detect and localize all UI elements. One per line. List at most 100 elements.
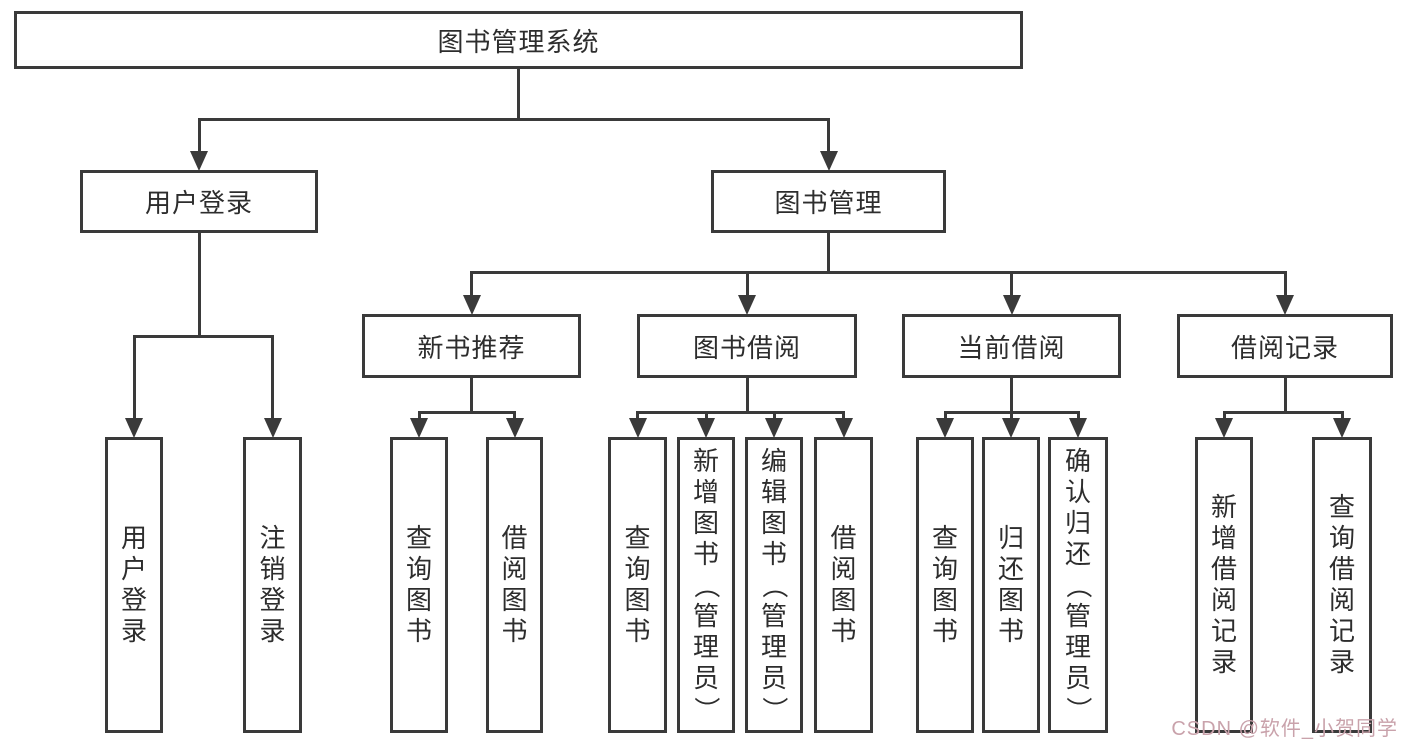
label-char: 理 xyxy=(692,631,719,662)
label-char: 书 xyxy=(760,538,787,569)
connector-vline xyxy=(636,411,639,423)
label-char: 新 xyxy=(692,445,719,476)
connector-vline xyxy=(827,232,830,274)
connector-vline xyxy=(827,118,830,156)
label-char: 编 xyxy=(760,445,787,476)
label-char: ） xyxy=(691,695,722,723)
label-char: 增 xyxy=(692,476,719,507)
label-char: 归 xyxy=(1064,507,1091,538)
node-label: 注销登录 xyxy=(246,440,299,730)
label-char: 阅 xyxy=(1328,585,1355,615)
label-char: 图 xyxy=(997,585,1024,615)
node-new-book-rec: 新书推荐 xyxy=(362,314,581,378)
label-char: 阅 xyxy=(1210,585,1237,615)
connector-vline xyxy=(197,232,201,338)
node-label: 用户登录 xyxy=(144,188,253,218)
connector-vline xyxy=(470,271,473,300)
label-char: 书 xyxy=(501,616,528,646)
node-bb-borrow: 借阅图书 xyxy=(814,437,873,733)
connector-vline xyxy=(1076,411,1080,423)
label-char: 注 xyxy=(259,523,286,553)
label-char: 书 xyxy=(624,616,651,646)
label-char: 图 xyxy=(501,585,528,615)
label-char: ） xyxy=(1063,695,1094,723)
label-char: 录 xyxy=(1210,647,1237,677)
label-char: 查 xyxy=(1328,492,1355,522)
connector-hline xyxy=(132,335,274,338)
label-char: 书 xyxy=(997,616,1024,646)
label-char: ） xyxy=(759,695,790,723)
node-book-mgmt: 图书管理 xyxy=(711,170,946,233)
arrowhead-icon xyxy=(410,418,428,438)
label-char: 借 xyxy=(1328,554,1355,584)
connector-vline xyxy=(1283,377,1287,414)
arrowhead-icon xyxy=(936,418,954,438)
label-char: 图 xyxy=(692,507,719,538)
node-user-login: 用户登录 xyxy=(80,170,318,233)
label-char: 归 xyxy=(997,523,1024,553)
node-label: 查询借阅记录 xyxy=(1315,440,1369,730)
node-label: 编辑图书（管理员） xyxy=(748,440,800,730)
node-br-add: 新增借阅记录 xyxy=(1195,437,1253,733)
label-char: 录 xyxy=(120,616,147,646)
connector-vline xyxy=(1010,377,1013,414)
node-label: 当前借阅 xyxy=(957,332,1066,363)
label-char: 图 xyxy=(624,585,651,615)
label-char: 借 xyxy=(501,523,528,553)
arrowhead-icon xyxy=(834,418,853,438)
label-char: 员 xyxy=(692,662,719,693)
label-char: （ xyxy=(691,571,722,599)
connector-vline xyxy=(842,411,845,423)
connector-vline xyxy=(745,271,749,300)
arrowhead-icon xyxy=(765,418,783,438)
connector-vline xyxy=(943,411,947,423)
node-book-borrow: 图书借阅 xyxy=(637,314,857,378)
label-char: 查 xyxy=(405,523,432,553)
label-char: 管 xyxy=(1064,600,1091,631)
node-label: 查询图书 xyxy=(919,440,971,730)
connector-hline xyxy=(417,411,516,414)
label-char: 理 xyxy=(1064,631,1091,662)
connector-vline xyxy=(704,411,708,423)
arrowhead-icon xyxy=(1002,418,1020,438)
node-label: 图书管理 xyxy=(774,188,883,218)
node-label: 新增借阅记录 xyxy=(1198,440,1250,730)
node-label: 查询图书 xyxy=(393,440,445,730)
node-label: 借阅记录 xyxy=(1230,332,1339,363)
node-nbr-query: 查询图书 xyxy=(390,437,448,733)
label-char: （ xyxy=(1063,571,1094,599)
label-char: 管 xyxy=(760,600,787,631)
node-logout: 注销登录 xyxy=(243,437,302,733)
connector-vline xyxy=(1340,411,1344,423)
label-char: 增 xyxy=(1210,523,1237,553)
label-char: 询 xyxy=(624,554,651,584)
node-bb-query: 查询图书 xyxy=(608,437,667,733)
label-char: 图 xyxy=(760,507,787,538)
connector-vline xyxy=(772,411,776,423)
arrowhead-icon xyxy=(125,418,143,438)
label-char: 销 xyxy=(259,554,286,584)
arrowhead-icon xyxy=(1276,295,1294,315)
label-char: 辑 xyxy=(760,476,787,507)
node-cb-query: 查询图书 xyxy=(916,437,974,733)
node-label: 借阅图书 xyxy=(817,440,870,730)
connector-vline xyxy=(132,335,136,423)
label-char: 还 xyxy=(997,554,1024,584)
arrowhead-icon xyxy=(505,418,524,438)
node-login: 用户登录 xyxy=(105,437,163,733)
node-cb-return: 归还图书 xyxy=(982,437,1040,733)
connector-vline xyxy=(1010,271,1013,300)
label-char: （ xyxy=(759,571,790,599)
arrowhead-icon xyxy=(1333,418,1351,438)
arrowhead-icon xyxy=(819,151,838,171)
label-char: 书 xyxy=(692,538,719,569)
connector-vline xyxy=(1283,271,1287,300)
connector-hline xyxy=(1222,411,1344,414)
watermark-text: CSDN @软件_小贺同学 xyxy=(1171,718,1398,740)
arrowhead-icon xyxy=(697,418,715,438)
node-current-borrow: 当前借阅 xyxy=(902,314,1121,378)
connector-hline xyxy=(470,271,1287,274)
arrowhead-icon xyxy=(738,295,756,315)
connector-vline xyxy=(517,68,520,121)
